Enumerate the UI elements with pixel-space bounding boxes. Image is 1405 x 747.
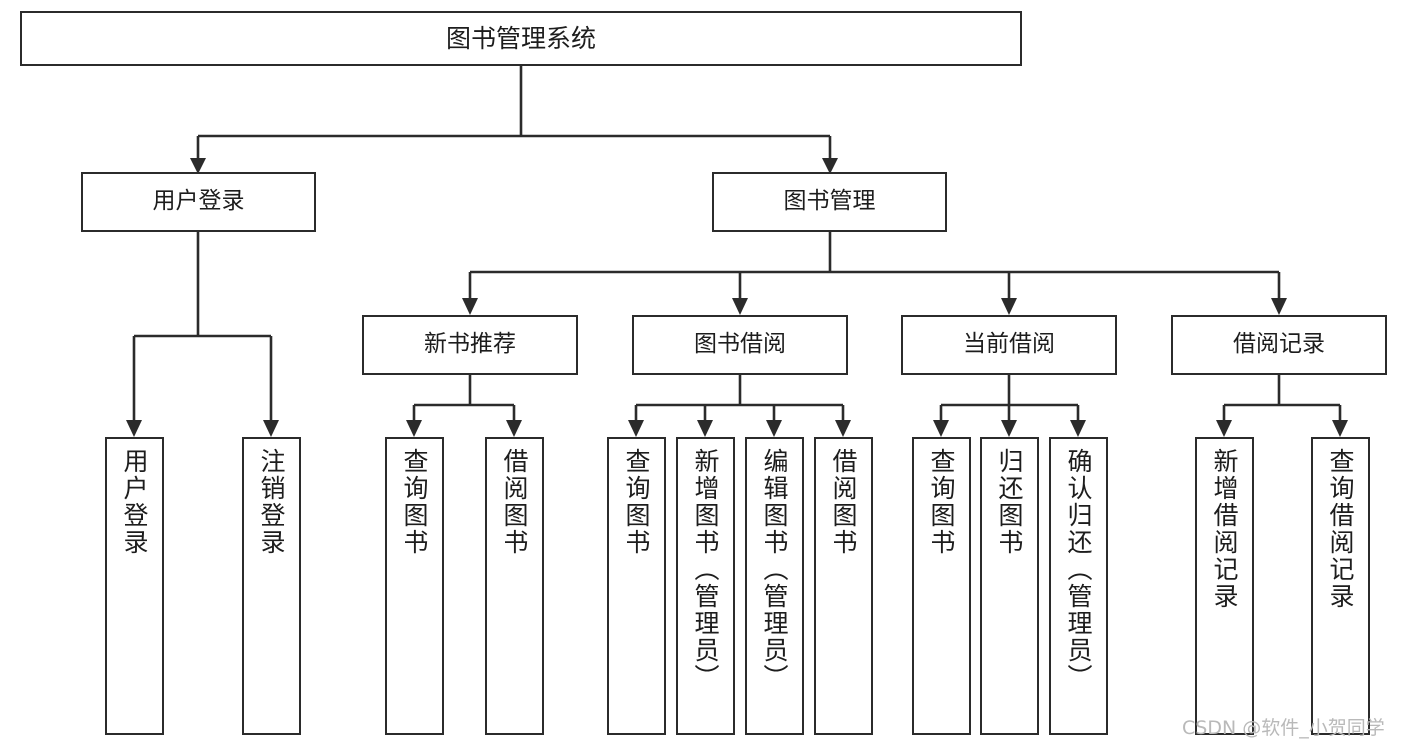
leaf-book-borrow-borrow-label: 借阅图书 — [829, 448, 858, 556]
leaf-current-borrow-confirm-return[interactable]: 确认归还（管理员） — [1049, 437, 1108, 735]
leaf-borrow-record-add-label: 新增借阅记录 — [1210, 448, 1239, 610]
node-new-book-recommend-label: 新书推荐 — [424, 331, 516, 358]
csdn-watermark: CSDN @软件_小贺同学 — [1182, 717, 1385, 739]
arrowhead-user-login-leaf-2 — [263, 420, 279, 437]
leaf-new-book-query[interactable]: 查询图书 — [385, 437, 444, 735]
arrowhead-current-borrow-leaf-2 — [1001, 420, 1017, 437]
arrowhead-book-manage-book-borrow — [732, 298, 748, 315]
leaf-book-borrow-edit[interactable]: 编辑图书（管理员） — [745, 437, 804, 735]
leaf-book-borrow-add[interactable]: 新增图书（管理员） — [676, 437, 735, 735]
arrowhead-book-borrow-leaf-1 — [628, 420, 644, 437]
node-root-system-label: 图书管理系统 — [445, 23, 596, 53]
leaf-current-borrow-return[interactable]: 归还图书 — [980, 437, 1039, 735]
leaf-book-borrow-edit-label: 编辑图书（管理员） — [760, 448, 789, 691]
node-current-borrow[interactable]: 当前借阅 — [901, 315, 1117, 375]
arrowhead-current-borrow-leaf-1 — [933, 420, 949, 437]
arrowhead-book-borrow-leaf-3 — [766, 420, 782, 437]
arrowhead-current-borrow-leaf-3 — [1070, 420, 1086, 437]
arrowhead-book-manage-current-borrow — [1001, 298, 1017, 315]
leaf-current-borrow-query-label: 查询图书 — [927, 448, 956, 556]
leaf-borrow-record-query[interactable]: 查询借阅记录 — [1311, 437, 1370, 735]
node-borrow-record-label: 借阅记录 — [1233, 331, 1325, 358]
node-root-system[interactable]: 图书管理系统 — [20, 11, 1022, 66]
node-book-borrow-label: 图书借阅 — [694, 331, 786, 358]
arrowhead-borrow-record-leaf-2 — [1332, 420, 1348, 437]
node-current-borrow-label: 当前借阅 — [963, 331, 1055, 358]
arrowhead-new-book-leaf-1 — [406, 420, 422, 437]
leaf-user-login-login-label: 用户登录 — [120, 448, 149, 556]
leaf-borrow-record-add[interactable]: 新增借阅记录 — [1195, 437, 1254, 735]
arrowhead-book-manage-borrow-record — [1271, 298, 1287, 315]
leaf-new-book-query-label: 查询图书 — [400, 448, 429, 556]
arrowhead-borrow-record-leaf-1 — [1216, 420, 1232, 437]
node-user-login-label: 用户登录 — [152, 188, 245, 215]
arrowhead-new-book-leaf-2 — [506, 420, 522, 437]
leaf-current-borrow-confirm-return-label: 确认归还（管理员） — [1064, 448, 1093, 691]
arrowhead-user-login-leaf-1 — [126, 420, 142, 437]
node-book-management-label: 图书管理 — [783, 188, 876, 215]
leaf-book-borrow-add-label: 新增图书（管理员） — [691, 448, 720, 691]
leaf-book-borrow-borrow[interactable]: 借阅图书 — [814, 437, 873, 735]
leaf-user-login-logout-label: 注销登录 — [257, 448, 286, 556]
leaf-book-borrow-query[interactable]: 查询图书 — [607, 437, 666, 735]
arrowhead-book-borrow-leaf-2 — [697, 420, 713, 437]
node-user-login[interactable]: 用户登录 — [81, 172, 316, 232]
leaf-new-book-borrow[interactable]: 借阅图书 — [485, 437, 544, 735]
leaf-user-login-login[interactable]: 用户登录 — [105, 437, 164, 735]
leaf-current-borrow-return-label: 归还图书 — [995, 448, 1024, 556]
arrowhead-book-borrow-leaf-4 — [835, 420, 851, 437]
arrowhead-book-manage-new-book — [462, 298, 478, 315]
node-new-book-recommend[interactable]: 新书推荐 — [362, 315, 578, 375]
leaf-new-book-borrow-label: 借阅图书 — [500, 448, 529, 556]
leaf-user-login-logout[interactable]: 注销登录 — [242, 437, 301, 735]
node-borrow-record[interactable]: 借阅记录 — [1171, 315, 1387, 375]
leaf-book-borrow-query-label: 查询图书 — [622, 448, 651, 556]
node-book-borrow[interactable]: 图书借阅 — [632, 315, 848, 375]
leaf-borrow-record-query-label: 查询借阅记录 — [1326, 448, 1355, 610]
node-book-management[interactable]: 图书管理 — [712, 172, 947, 232]
leaf-current-borrow-query[interactable]: 查询图书 — [912, 437, 971, 735]
